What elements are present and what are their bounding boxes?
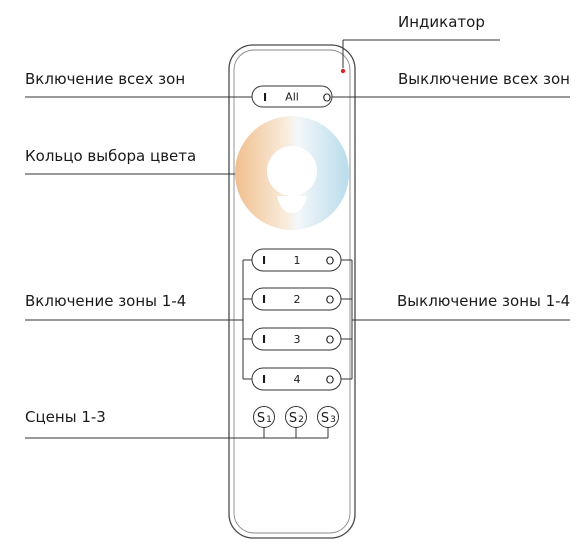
scene-3-letter: S [321, 411, 329, 426]
zone-on-bracket [25, 259, 252, 380]
scene-2-letter: S [289, 411, 297, 426]
scene-1-letter: S [257, 411, 265, 426]
zone-1-on-symbol: I [262, 254, 266, 267]
zone-button-4[interactable]: I 4 O [251, 367, 342, 391]
label-indicator: Индикатор [398, 13, 485, 31]
label-zone-on: Включение зоны 1-4 [25, 292, 186, 310]
scene-button-2[interactable]: S 2 [285, 406, 307, 428]
zone-3-on-symbol: I [262, 333, 266, 346]
scenes-leader [25, 428, 329, 439]
all-button[interactable]: I All O [251, 85, 333, 108]
color-ring[interactable] [235, 116, 349, 230]
zone-2-label: 2 [294, 293, 301, 306]
indicator-led [340, 68, 346, 74]
zone-4-label: 4 [294, 373, 301, 386]
label-all-off: Выключение всех зон [398, 70, 570, 88]
zone-2-on-symbol: I [262, 293, 266, 306]
zone-4-on-symbol: I [262, 373, 266, 386]
scene-3-number: 3 [330, 415, 336, 425]
scene-1-number: 1 [266, 415, 272, 425]
zone-1-label: 1 [294, 254, 301, 267]
color-ring-center [267, 146, 317, 196]
label-scenes: Сцены 1-3 [25, 408, 106, 426]
all-button-label: All [285, 91, 299, 104]
color-ring-notch [277, 196, 307, 213]
label-color-ring: Кольцо выбора цвета [25, 147, 196, 165]
zone-off-bracket [341, 259, 570, 380]
zone-button-3[interactable]: I 3 O [251, 327, 342, 351]
label-zone-off: Выключение зоны 1-4 [397, 292, 570, 310]
zone-2-off-symbol: O [326, 294, 335, 307]
zone-1-off-symbol: O [326, 255, 335, 268]
zone-button-1[interactable]: I 1 O [251, 248, 342, 272]
zone-3-label: 3 [294, 333, 301, 346]
scene-button-3[interactable]: S 3 [317, 406, 339, 428]
scene-2-number: 2 [298, 415, 304, 425]
all-on-symbol: I [263, 91, 267, 104]
all-off-symbol: O [323, 92, 332, 105]
label-all-on: Включение всех зон [25, 70, 185, 88]
zone-3-off-symbol: O [326, 334, 335, 347]
scene-button-1[interactable]: S 1 [253, 406, 275, 428]
zone-4-off-symbol: O [326, 374, 335, 387]
zone-button-2[interactable]: I 2 O [251, 287, 342, 311]
